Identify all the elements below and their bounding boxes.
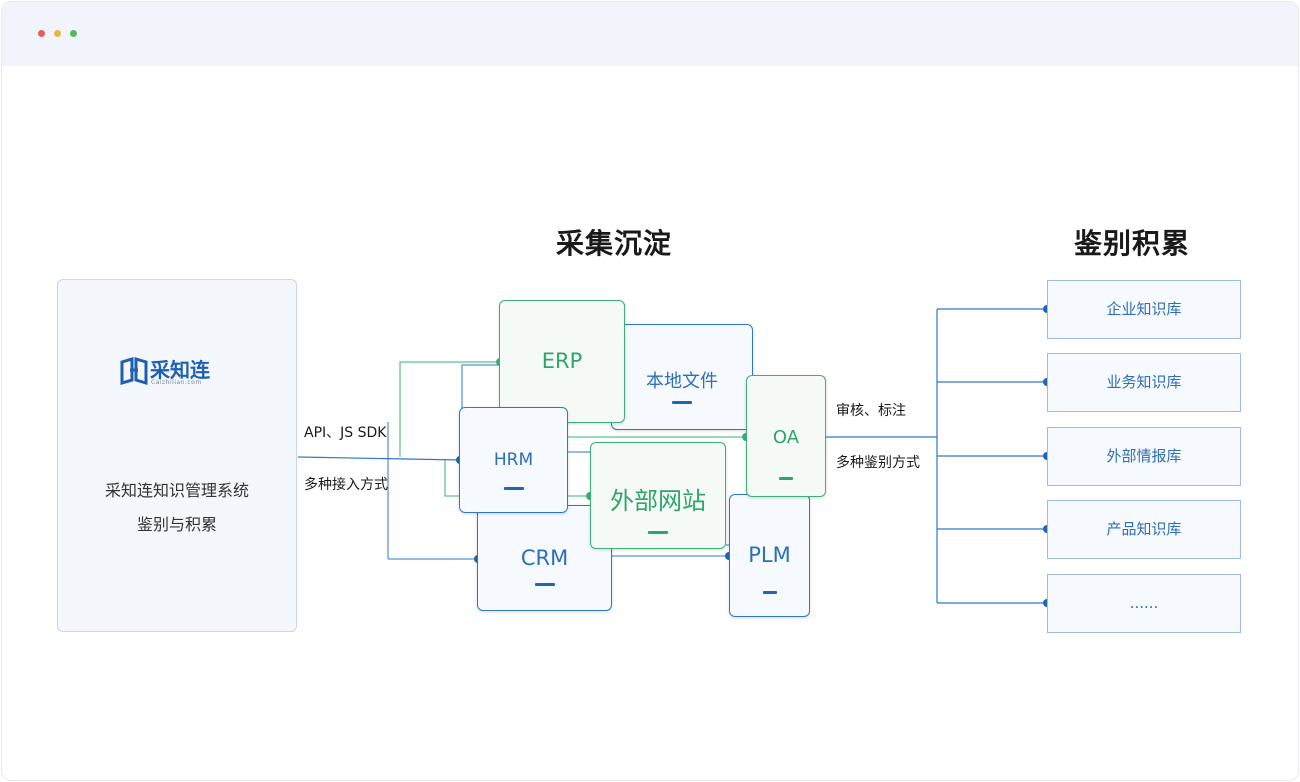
book-logo-icon	[120, 356, 148, 386]
api-label: API、JS SDK	[304, 425, 387, 441]
kb-enterprise[interactable]: 企业知识库	[1047, 280, 1241, 339]
kb-business[interactable]: 业务知识库	[1047, 353, 1241, 412]
source-oa[interactable]: OA	[746, 375, 826, 497]
external-web-collapse-icon	[648, 531, 668, 534]
system-tagline: 鉴别与积累	[136, 515, 217, 534]
kb-external-intel[interactable]: 外部情报库	[1047, 427, 1241, 486]
source-crm[interactable]: CRM	[477, 505, 612, 611]
plm-collapse-icon	[762, 591, 777, 594]
hrm-label: HRM	[493, 450, 534, 470]
source-local-files[interactable]: 本地文件	[611, 324, 753, 430]
collect-heading: 采集沉淀	[556, 227, 673, 260]
source-plm[interactable]: PLM	[729, 494, 810, 617]
access-methods-label: 多种接入方式	[304, 477, 388, 493]
plm-label: PLM	[748, 543, 791, 567]
system-name: 采知连知识管理系统	[104, 481, 249, 500]
logo-subtitle: Caizhilian.com	[151, 379, 202, 386]
kb-more[interactable]: ......	[1047, 574, 1241, 633]
maximize-dot-icon[interactable]	[70, 30, 77, 37]
close-dot-icon[interactable]	[38, 30, 45, 37]
brand-logo: 采知连 Caizhilian.com	[120, 352, 246, 392]
oa-collapse-icon	[779, 477, 793, 480]
identify-heading: 鉴别积累	[1074, 227, 1191, 260]
hrm-collapse-icon	[503, 487, 524, 490]
kb-product[interactable]: 产品知识库	[1047, 500, 1241, 559]
crm-collapse-icon	[534, 583, 555, 586]
external-web-label: 外部网站	[610, 487, 706, 515]
erp-label: ERP	[541, 349, 583, 373]
source-external-web[interactable]: 外部网站	[590, 442, 726, 549]
identify-methods-label: 多种鉴别方式	[836, 455, 920, 471]
local-files-collapse-icon	[672, 401, 692, 404]
logo-name: 采知连	[150, 358, 210, 382]
source-hrm[interactable]: HRM	[459, 407, 568, 513]
title-bar	[2, 2, 1298, 66]
minimize-dot-icon[interactable]	[54, 30, 61, 37]
review-annotate-label: 审核、标注	[836, 403, 906, 419]
system-panel: 采知连 Caizhilian.com 采知连知识管理系统 鉴别与积累	[57, 279, 297, 632]
oa-label: OA	[772, 427, 800, 448]
crm-label: CRM	[520, 546, 569, 570]
local-files-label: 本地文件	[646, 371, 718, 392]
source-erp[interactable]: ERP	[499, 300, 625, 423]
